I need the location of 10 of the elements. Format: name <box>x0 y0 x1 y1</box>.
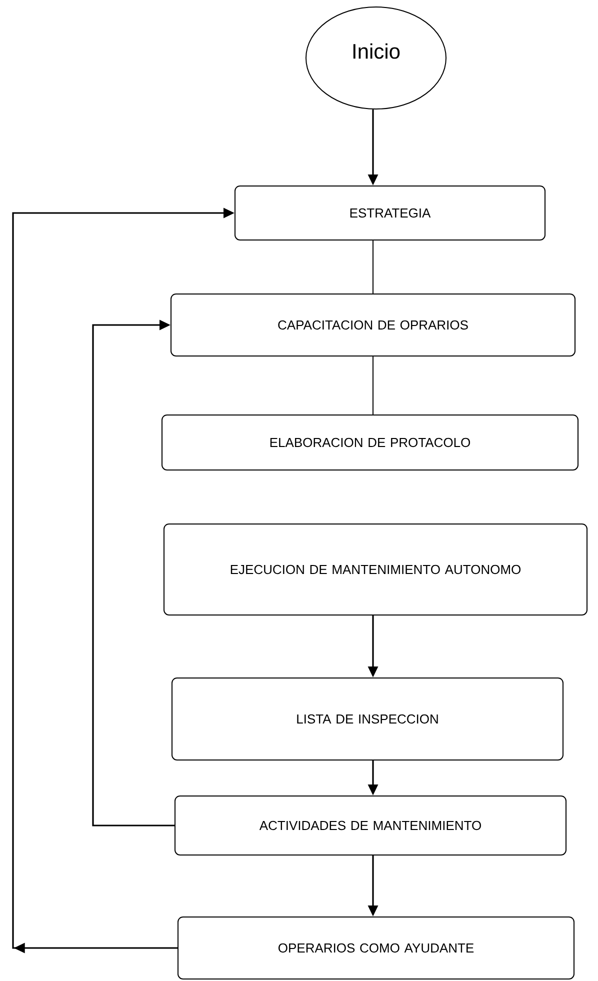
connector-line <box>372 240 374 294</box>
process-box: ELABORACION DE PROTACOLO <box>162 414 578 470</box>
process-box: ACTIVIDADES DE MANTENIMIENTO <box>174 796 566 856</box>
process-box: CAPACITACION DE OPRARIOS <box>170 294 576 356</box>
process-box: ESTRATEGIA <box>234 186 546 240</box>
connector-line <box>372 356 374 415</box>
process-box: OPERARIOS COMO AYUDANTE <box>178 916 574 980</box>
arrow <box>92 320 174 826</box>
process-box: LISTA DE INSPECCION <box>172 678 564 760</box>
process-box: EJECUCION DE MANTENIMIENTO AUTONOMO <box>164 524 588 616</box>
